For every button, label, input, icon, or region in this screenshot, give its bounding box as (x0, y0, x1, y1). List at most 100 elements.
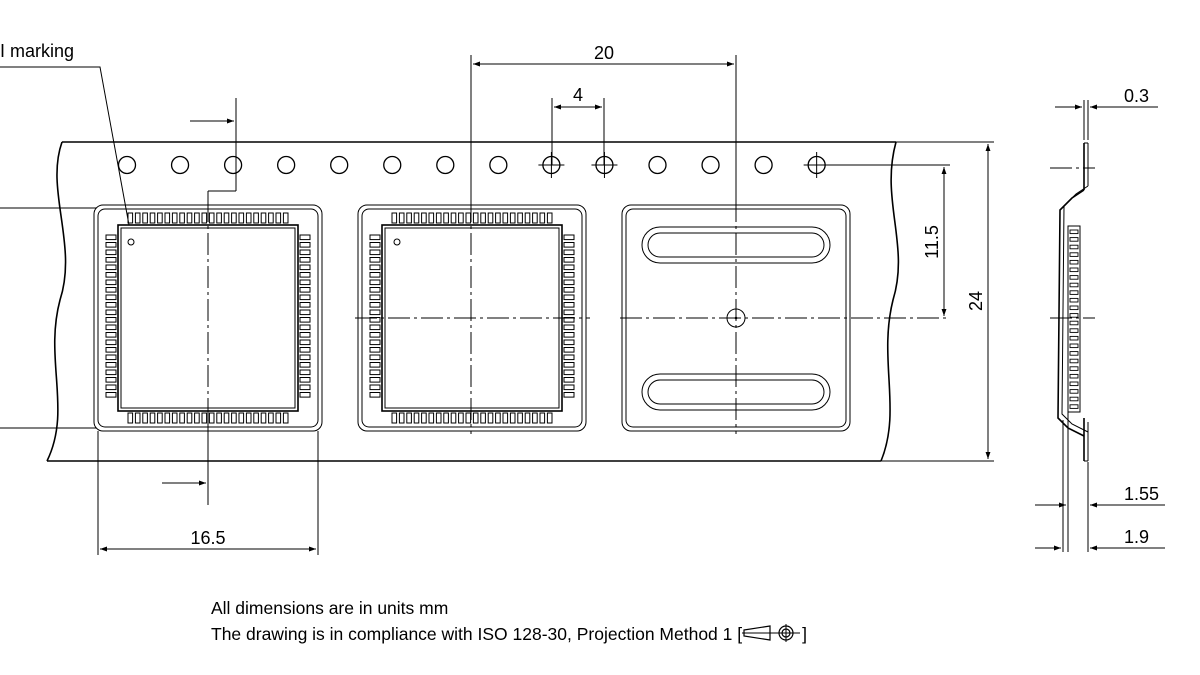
ic-lead-bottom (398, 412, 405, 424)
dim-0-3-label: 0.3 (1124, 86, 1149, 106)
ic-lead-right (563, 332, 575, 338)
ic-lead-left (369, 354, 381, 361)
pin1-marking-label: I marking (0, 41, 74, 61)
ic-lead-bottom (186, 412, 193, 424)
side-lead (1069, 320, 1079, 326)
ic-lead-top (171, 212, 178, 224)
sprocket-hole (117, 155, 137, 175)
ic-lead-left (369, 257, 381, 263)
note-units: All dimensions are in units mm (211, 598, 449, 618)
side-lead (1069, 275, 1079, 280)
ic-lead-left (105, 332, 117, 338)
ic-lead-left (105, 377, 117, 383)
ic-lead-bottom (275, 412, 282, 424)
ic-lead-right (563, 392, 575, 398)
ic-lead-top (509, 212, 516, 224)
side-lead (1069, 389, 1079, 394)
ic-lead-top (157, 212, 163, 224)
ic-lead-left (369, 332, 381, 338)
ic-lead-left (105, 257, 117, 263)
ic-lead-top (238, 212, 245, 224)
ic-lead-right (563, 339, 575, 346)
ic-lead-left (105, 287, 117, 293)
ic-lead-bottom (149, 412, 156, 424)
dim-16-5-label: 16.5 (190, 528, 225, 548)
sprocket-hole (223, 155, 243, 175)
ic-lead-top (443, 212, 449, 224)
ic-lead-bottom (406, 412, 412, 424)
ic-lead-right (299, 257, 311, 263)
ic-lead-right (299, 392, 311, 398)
ic-lead-right (299, 264, 311, 271)
ic-lead-top (275, 212, 282, 224)
sprocket-hole (489, 155, 508, 175)
ic-lead-left (105, 302, 117, 308)
ic-lead-top (179, 212, 185, 224)
ic-lead-left (369, 272, 381, 278)
ic-lead-left (105, 309, 117, 316)
ic-lead-left (369, 294, 381, 301)
ic-lead-left (369, 249, 381, 256)
ic-lead-bottom (171, 412, 178, 424)
ic-lead-bottom (539, 412, 546, 424)
ic-lead-right (299, 249, 311, 256)
ic-lead-right (563, 362, 575, 368)
ic-lead-top (216, 212, 222, 224)
ic-lead-left (105, 234, 117, 241)
ic-lead-bottom (216, 412, 222, 424)
ic-lead-right (299, 369, 311, 376)
ic-lead-left (369, 347, 381, 353)
note-iso-text: The drawing is in compliance with ISO 12… (211, 624, 743, 644)
ic-lead-top (406, 212, 412, 224)
ic-lead-top (223, 212, 230, 224)
ic-lead-bottom (164, 412, 171, 424)
ic-lead-left (105, 369, 117, 376)
dimension-4: 4 (551, 85, 605, 165)
ic-lead-top (435, 212, 442, 224)
note-iso: The drawing is in compliance with ISO 12… (211, 623, 807, 645)
ic-lead-bottom (231, 412, 237, 424)
ic-lead-right (299, 317, 311, 323)
ic-lead-top (142, 212, 148, 224)
ic-lead-left (105, 249, 117, 256)
ic-lead-left (369, 234, 381, 241)
ic-lead-bottom (260, 412, 267, 424)
ic-lead-top (472, 212, 479, 224)
side-leads (1069, 229, 1079, 409)
side-lead (1069, 229, 1079, 235)
ic-lead-right (563, 369, 575, 376)
sprocket-holes (117, 152, 950, 178)
ic-lead-bottom (421, 412, 427, 424)
dim-4-label: 4 (573, 85, 583, 105)
ic-lead-top (253, 212, 259, 224)
side-lead (1069, 366, 1079, 371)
ic-lead-top (134, 212, 141, 224)
ic-lead-right (299, 384, 311, 391)
ic-lead-right (299, 302, 311, 308)
ic-lead-bottom (502, 412, 509, 424)
ic-package-2 (369, 212, 575, 424)
ic-lead-top (428, 212, 435, 224)
ic-lead-bottom (208, 412, 215, 424)
dim-20-label: 20 (594, 43, 614, 63)
ic-lead-bottom (282, 412, 289, 424)
dimension-24: 24 (966, 144, 991, 459)
side-lead (1069, 335, 1079, 341)
ic-lead-bottom (201, 412, 208, 424)
ic-lead-left (105, 392, 117, 398)
side-lead (1069, 328, 1079, 333)
sprocket-hole (648, 155, 667, 175)
ic-lead-right (299, 294, 311, 301)
ic-lead-bottom (238, 412, 245, 424)
dimension-20: 20 (470, 43, 737, 200)
ic-lead-top (398, 212, 405, 224)
side-lead (1069, 404, 1079, 409)
pin1-leader: I marking (0, 41, 130, 429)
ic-lead-bottom (142, 412, 148, 424)
ic-lead-right (299, 272, 311, 278)
ic-lead-left (369, 309, 381, 316)
ic-lead-top (480, 212, 486, 224)
ic-lead-bottom (465, 412, 472, 424)
ic-lead-bottom (546, 412, 553, 424)
ic-lead-bottom (450, 412, 457, 424)
